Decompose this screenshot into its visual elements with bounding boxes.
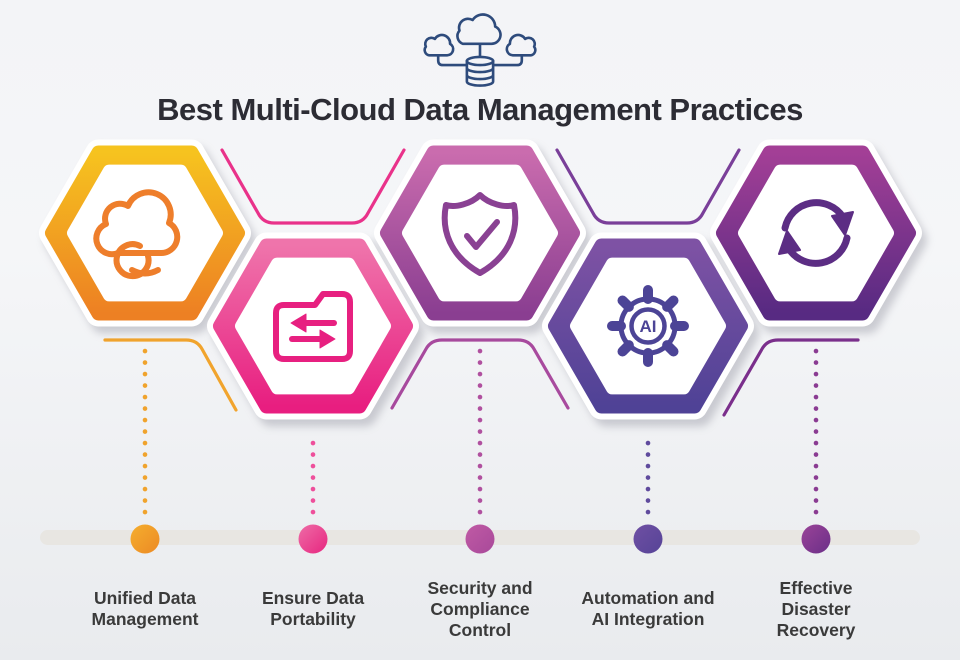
page-title: Best Multi-Cloud Data Management Practic…: [157, 92, 803, 127]
center-cloud-shape: [456, 13, 502, 46]
database-cylinder: [465, 55, 495, 87]
timeline-marker-unified-data-management: [130, 524, 160, 554]
timeline-marker-effective-disaster-recovery: [801, 524, 831, 554]
shield-check-icon: [441, 192, 519, 276]
label-automation-and-ai-integration: Automation and AI Integration: [581, 588, 715, 629]
hexagon-security-and-compliance-control: [374, 139, 586, 327]
svg-text:AI: AI: [640, 317, 657, 336]
timeline-marker-automation-and-ai-integration: [633, 524, 663, 554]
accent-line-effective-disaster-recovery: [722, 338, 860, 417]
label-ensure-data-portability: Ensure Data Portability: [261, 588, 365, 629]
label-security-and-compliance-control: Security and Compliance Control: [427, 577, 533, 640]
left-cloud-shape: [423, 33, 455, 57]
accent-line-unified-data-management: [103, 338, 238, 412]
right-cloud-shape: [505, 33, 537, 57]
timeline-marker-ensure-data-portability: [298, 524, 328, 554]
hexagon-effective-disaster-recovery: [710, 139, 922, 327]
accent-line-ensure-data-portability: [220, 148, 406, 225]
accent-line-security-and-compliance-control: [390, 338, 570, 410]
label-unified-data-management: Unified Data Management: [91, 588, 199, 629]
ai-gear-icon: AI: [607, 285, 689, 367]
label-effective-disaster-recovery: Effective Disaster Recovery: [776, 577, 856, 640]
sync-arrows-icon: [778, 199, 854, 267]
hexagon-automation-and-ai-integration: AI: [542, 232, 754, 420]
cloud-sync-icon: [93, 189, 181, 280]
multi-cloud-database-icon: [423, 13, 537, 87]
accent-line-automation-and-ai-integration: [555, 148, 741, 225]
hexagon-ensure-data-portability: [207, 232, 419, 420]
hexagon-unified-data-management: [39, 139, 251, 327]
folder-transfer-icon: [273, 291, 353, 362]
timeline-marker-security-and-compliance-control: [465, 524, 495, 554]
cloud-connectors: [436, 42, 524, 67]
